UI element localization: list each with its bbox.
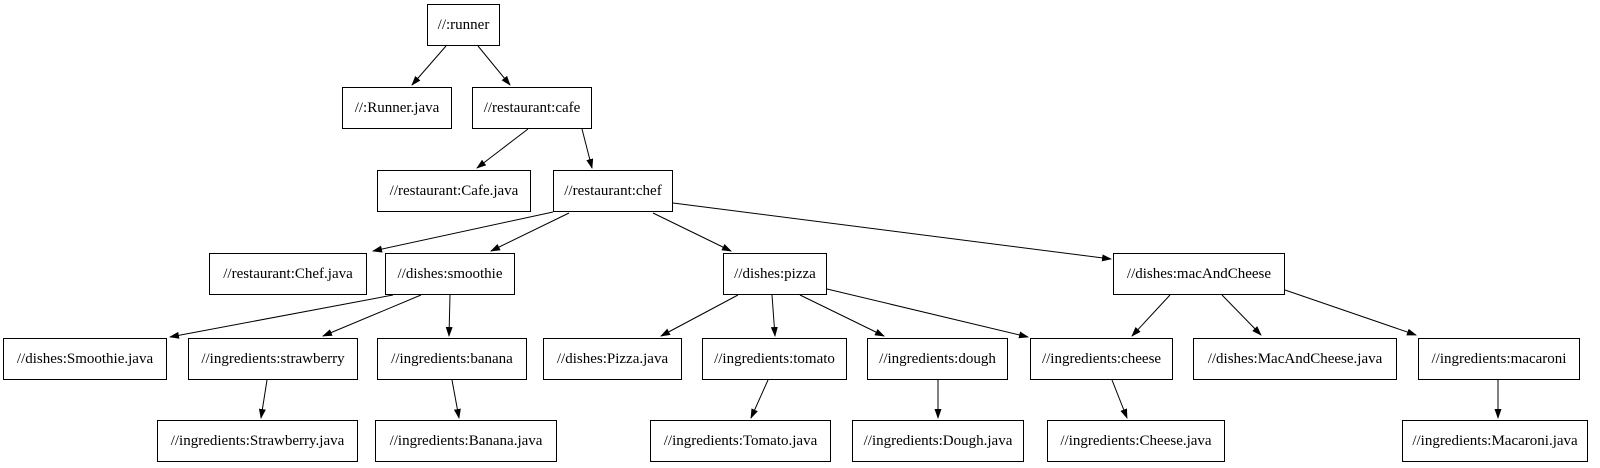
graph-node-tomato-java: //ingredients:Tomato.java: [650, 420, 831, 462]
graph-node-smoothie-java: //dishes:Smoothie.java: [3, 338, 167, 380]
graph-node-runner: //:runner: [427, 4, 500, 46]
edge-strawberry-to-strawberry-java: [258, 379, 268, 419]
graph-node-cheese: //ingredients:cheese: [1030, 338, 1173, 380]
graph-node-macandcheese-java: //dishes:MacAndCheese.java: [1193, 338, 1397, 380]
graph-node-strawberry-java: //ingredients:Strawberry.java: [157, 420, 358, 462]
graph-node-strawberry: //ingredients:strawberry: [188, 338, 358, 380]
edge-cafe-to-chef: [581, 128, 594, 169]
graph-node-smoothie: //dishes:smoothie: [385, 253, 515, 295]
graph-node-macaroni: //ingredients:macaroni: [1418, 338, 1580, 380]
edge-macandcheese-to-macandcheese-java: [1221, 294, 1262, 336]
graph-node-cafe: //restaurant:cafe: [472, 87, 592, 129]
graph-node-tomato: //ingredients:tomato: [702, 338, 847, 380]
graph-node-chef: //restaurant:chef: [553, 170, 673, 212]
graph-node-runner-java: //:Runner.java: [342, 87, 452, 129]
edge-pizza-to-cheese: [826, 288, 1029, 339]
graph-node-pizza-java: //dishes:Pizza.java: [543, 338, 682, 380]
edge-smoothie-to-smoothie-java: [169, 294, 394, 339]
edge-pizza-to-dough: [799, 294, 885, 337]
edge-macandcheese-to-macaroni: [1284, 289, 1417, 336]
graph-node-dough-java: //ingredients:Dough.java: [852, 420, 1024, 462]
graph-node-cafe-java: //restaurant:Cafe.java: [377, 170, 531, 212]
edge-runner-to-cafe: [477, 45, 511, 86]
edge-cafe-to-cafe-java: [476, 128, 529, 169]
graph-node-banana: //ingredients:banana: [377, 338, 527, 380]
edge-pizza-to-tomato: [770, 294, 778, 337]
edge-chef-to-macandcheese: [672, 202, 1112, 262]
edge-macandcheese-to-cheese: [1131, 294, 1171, 337]
graph-node-macaroni-java: //ingredients:Macaroni.java: [1402, 420, 1588, 462]
graph-node-banana-java: //ingredients:Banana.java: [375, 420, 557, 462]
edge-chef-to-chef-java: [372, 211, 554, 253]
edge-chef-to-smoothie: [490, 212, 570, 252]
edge-chef-to-pizza: [652, 212, 732, 252]
edge-cheese-to-cheese-java: [1111, 379, 1128, 419]
edge-runner-to-runner-java: [411, 45, 447, 86]
graph-node-dough: //ingredients:dough: [867, 338, 1008, 380]
graph-node-chef-java: //restaurant:Chef.java: [209, 253, 367, 295]
edge-smoothie-to-strawberry: [322, 294, 422, 337]
edge-pizza-to-pizza-java: [660, 294, 739, 337]
edge-smoothie-to-banana: [445, 294, 453, 337]
edge-tomato-to-tomato-java: [750, 379, 769, 419]
graph-node-macandcheese: //dishes:macAndCheese: [1113, 253, 1285, 295]
graph-node-pizza: //dishes:pizza: [723, 253, 827, 295]
graph-node-cheese-java: //ingredients:Cheese.java: [1047, 420, 1225, 462]
edge-group: [169, 45, 1502, 419]
edge-banana-to-banana-java: [451, 379, 461, 419]
